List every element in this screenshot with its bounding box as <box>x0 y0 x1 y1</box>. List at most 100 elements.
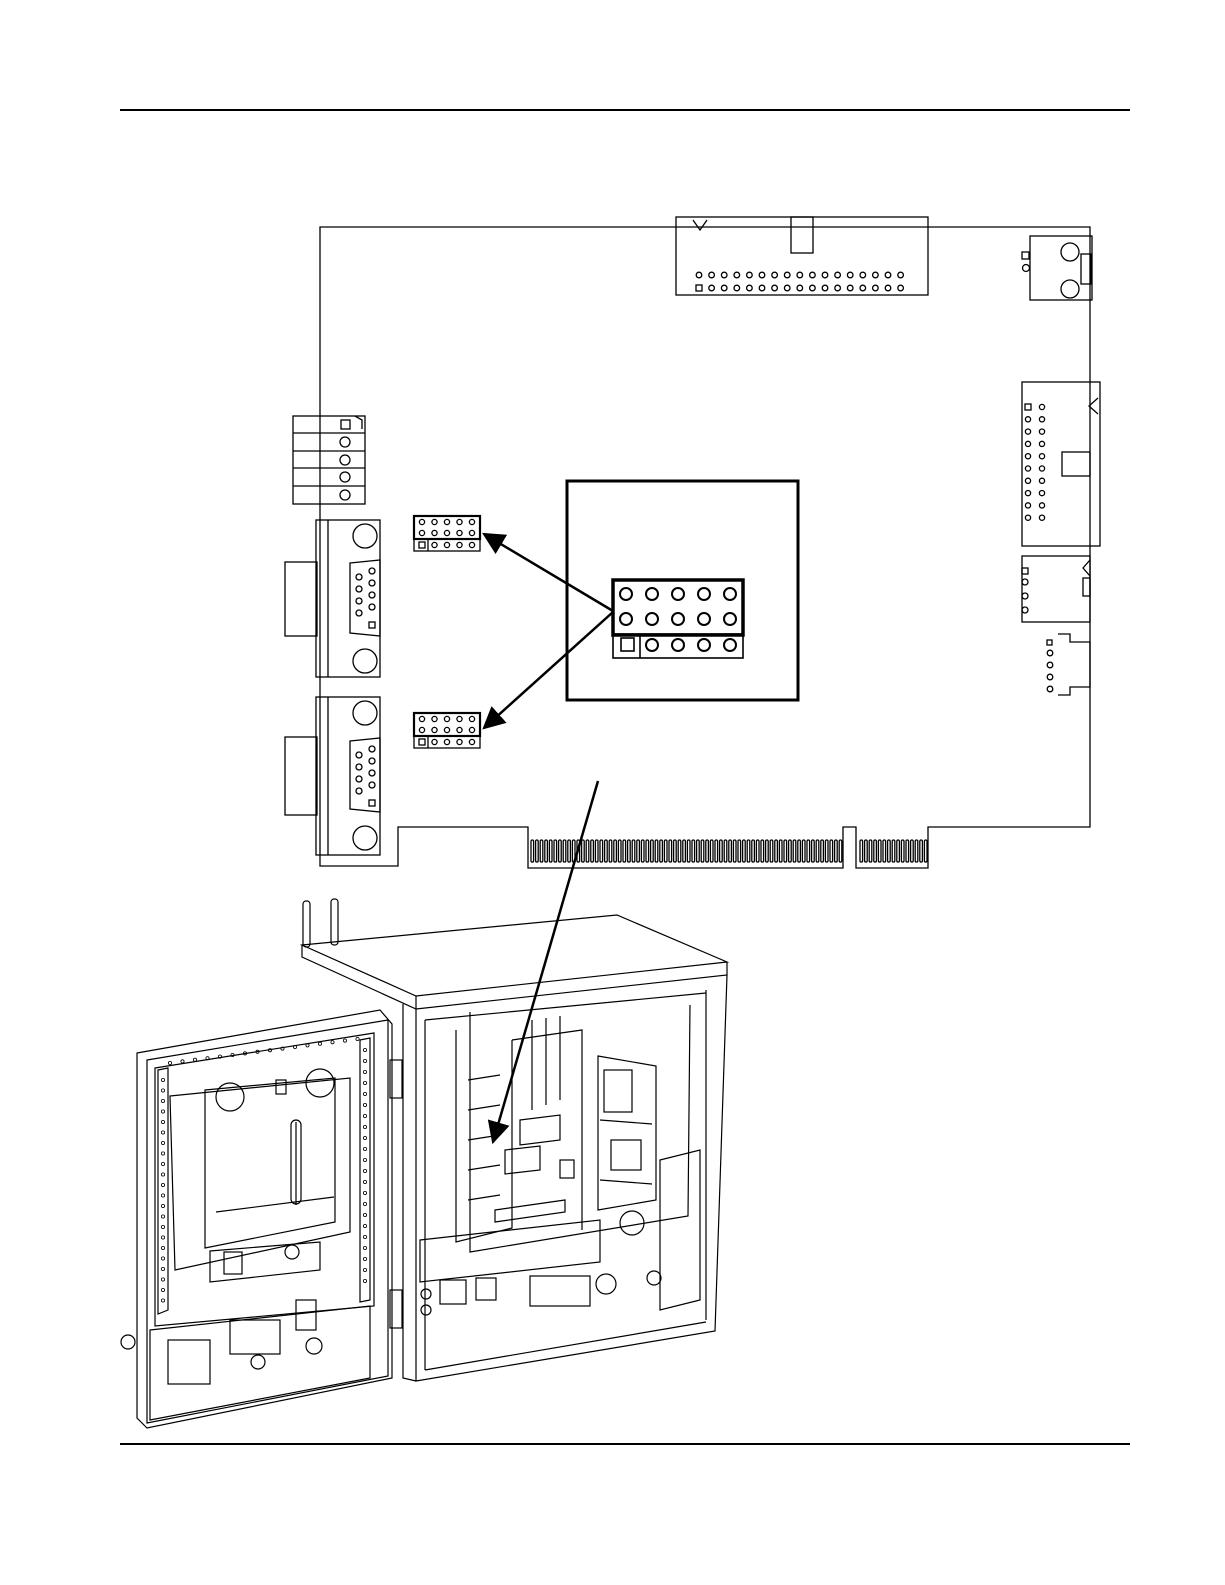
header-pin <box>898 285 904 291</box>
mounting-hole <box>363 1268 366 1271</box>
mounting-hole <box>363 1048 366 1051</box>
edge-finger <box>878 840 881 862</box>
header-pin <box>784 272 790 278</box>
mounting-hole <box>343 1039 346 1042</box>
db9-port-lower <box>285 697 380 855</box>
right-small-connector <box>1022 556 1090 622</box>
jumper-pin <box>444 542 449 547</box>
edge-finger <box>883 840 886 862</box>
jumper-pin <box>419 530 424 535</box>
header-pin <box>759 285 765 291</box>
header-pin <box>759 272 765 278</box>
mounting-hole <box>161 1288 164 1291</box>
edge-finger <box>559 840 562 862</box>
footer-rule <box>120 1443 1130 1445</box>
detail-pin <box>620 588 632 600</box>
edge-finger <box>756 840 759 862</box>
jumper-pin <box>457 542 462 547</box>
mounting-hole <box>363 1125 366 1128</box>
edge-finger <box>793 840 796 862</box>
detail-pin <box>646 639 658 651</box>
header-pin <box>1039 515 1044 520</box>
jumper-pin <box>469 739 474 744</box>
edge-finger <box>761 840 764 862</box>
mounting-hole <box>363 1070 366 1073</box>
jumper-pin <box>457 739 462 744</box>
edge-finger <box>568 840 571 862</box>
jumper-pin <box>444 727 449 732</box>
edge-finger <box>812 840 815 862</box>
header-pin <box>709 285 715 291</box>
header-pin <box>1039 404 1044 409</box>
edge-finger <box>869 840 872 862</box>
mounting-hole <box>363 1224 366 1227</box>
top-ribbon-header <box>676 217 928 295</box>
mounting-hole <box>161 1204 164 1207</box>
edge-finger <box>906 840 909 862</box>
jumper-pin <box>432 530 437 535</box>
header-pin <box>1025 503 1030 508</box>
arrow-to-lower-jumper <box>484 612 613 728</box>
jumper-pin <box>432 739 437 744</box>
header-pin <box>847 285 853 291</box>
terminal-block <box>293 416 365 504</box>
edge-finger <box>901 840 904 862</box>
jumper-pin <box>444 530 449 535</box>
edge-finger <box>540 840 543 862</box>
mounting-hole <box>161 1141 164 1144</box>
edge-finger <box>798 840 801 862</box>
mounting-hole <box>161 1099 164 1102</box>
edge-connector-fingers <box>531 840 927 862</box>
edge-finger <box>865 840 868 862</box>
header-pin <box>1039 454 1044 459</box>
cabinet-lid <box>302 915 727 996</box>
edge-finger <box>920 840 923 862</box>
header-pin <box>1039 478 1044 483</box>
edge-finger <box>632 840 635 862</box>
jumper-pin <box>432 519 437 524</box>
edge-finger <box>715 840 718 862</box>
edge-finger <box>766 840 769 862</box>
detail-pin <box>724 588 736 600</box>
header-pin <box>1025 491 1030 496</box>
mounting-hole <box>363 1103 366 1106</box>
header-pin <box>1039 441 1044 446</box>
right-header-pins <box>1025 404 1045 520</box>
edge-finger <box>738 840 741 862</box>
header-pin-1 <box>696 285 702 291</box>
mounting-hole <box>363 1136 366 1139</box>
mounting-hole <box>161 1225 164 1228</box>
header-pin <box>1025 454 1030 459</box>
edge-finger <box>835 840 838 862</box>
edge-finger <box>924 840 927 862</box>
header-pin <box>709 272 715 278</box>
mounting-hole <box>363 1169 366 1172</box>
detail-pin <box>672 639 684 651</box>
jumper-pin <box>469 530 474 535</box>
detail-pin <box>620 613 632 625</box>
detail-pin <box>698 639 710 651</box>
detail-pin <box>698 588 710 600</box>
header-pin <box>810 272 816 278</box>
header-pin <box>873 272 879 278</box>
jumper-pin <box>457 519 462 524</box>
edge-finger <box>770 840 773 862</box>
edge-finger <box>545 840 548 862</box>
header-pin <box>734 272 740 278</box>
edge-finger <box>614 840 617 862</box>
header-pin <box>873 285 879 291</box>
header-pin <box>747 272 753 278</box>
jumper-pin <box>444 739 449 744</box>
detail-pin <box>724 639 736 651</box>
jumper-bottom-row <box>414 736 480 748</box>
header-pin <box>734 285 740 291</box>
edge-finger <box>743 840 746 862</box>
mounting-hole <box>363 1246 366 1249</box>
mounting-hole <box>363 1191 366 1194</box>
edge-finger <box>839 840 842 862</box>
jumper-pin <box>457 716 462 721</box>
mounting-hole <box>363 1092 366 1095</box>
header-pin <box>721 285 727 291</box>
header-pin <box>1039 491 1044 496</box>
header-pin <box>696 272 702 278</box>
